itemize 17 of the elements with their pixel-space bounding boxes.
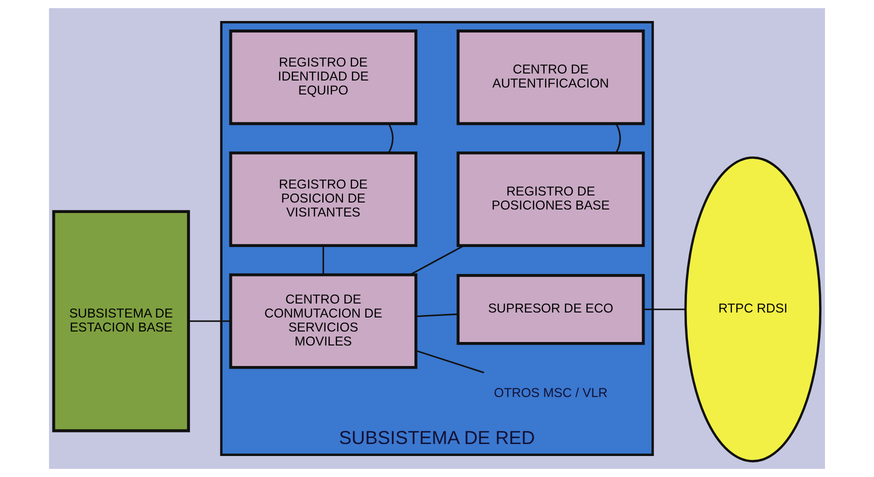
connector	[188, 320, 231, 322]
node-box: REGISTRO DE IDENTIDAD DE EQUIPO	[229, 30, 418, 126]
connector	[616, 123, 621, 153]
node-box: REGISTRO DE POSICION DE VISITANTES	[229, 151, 418, 247]
connector	[322, 246, 324, 274]
node-box: SUPRESOR DE ECO	[456, 274, 645, 345]
node-ellipse: RTPC RDSI	[684, 156, 822, 462]
connector	[416, 350, 484, 374]
connector	[416, 313, 458, 318]
node-box: CENTRO DE AUTENTIFICACION	[456, 30, 645, 126]
node-box: CENTRO DE CONMUTACION DE SERVICIOS MOVILES	[229, 273, 418, 369]
connector	[410, 244, 464, 276]
connector	[388, 123, 394, 153]
node-box: SUBSISTEMA DE ESTACION BASE	[52, 210, 190, 432]
node-box: REGISTRO DE POSICIONES BASE	[456, 151, 645, 247]
connector	[644, 308, 686, 310]
node-text: OTROS MSC / VLR	[494, 385, 608, 400]
